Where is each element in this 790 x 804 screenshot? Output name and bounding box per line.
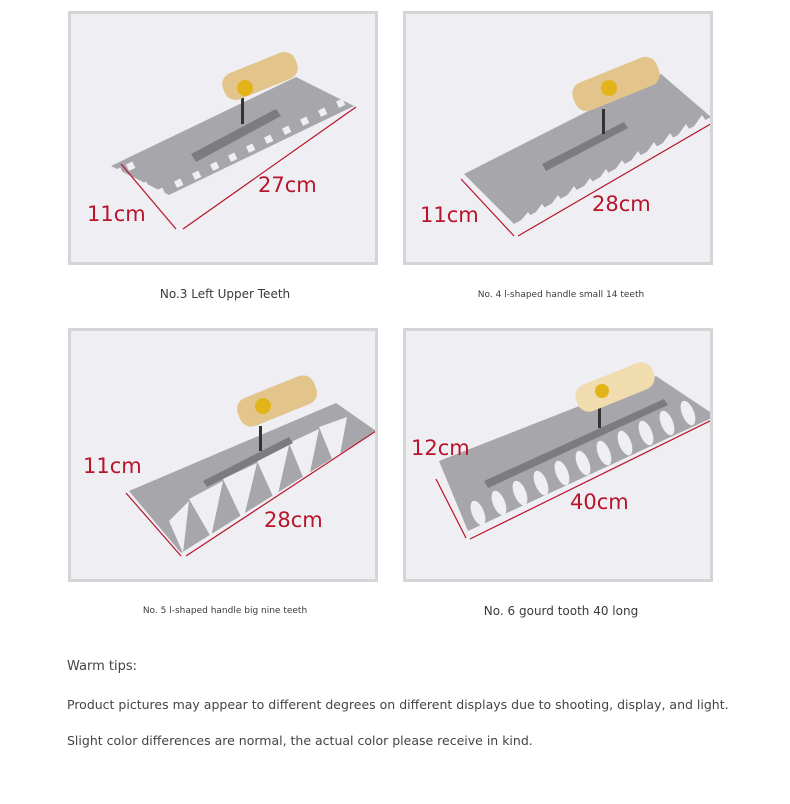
product-caption: No. 5 l-shaped handle big nine teeth: [142, 606, 308, 616]
product-caption: No.3 Left Upper Teeth: [159, 287, 291, 301]
width-dimension-label: 11cm: [87, 202, 146, 226]
width-dimension-label: 12cm: [411, 436, 470, 460]
product-image-no3: 11cm 27cm: [68, 11, 378, 265]
small-v-notch-trowel-icon: 11cm 28cm: [420, 56, 710, 237]
product-image-no4: 11cm 28cm: [403, 11, 713, 265]
width-dimension-label: 11cm: [420, 203, 479, 227]
product-image-no5: 11cm 28cm: [68, 328, 378, 582]
gourd-tooth-trowel-icon: 12cm 40cm: [411, 362, 710, 540]
length-dimension-label: 28cm: [264, 508, 323, 532]
tips-line: Product pictures may appear to different…: [67, 697, 729, 712]
product-image-no6: 12cm 40cm: [403, 328, 713, 582]
length-dimension-label: 40cm: [570, 490, 629, 514]
tips-title: Warm tips:: [67, 659, 138, 674]
length-dimension-label: 27cm: [258, 173, 317, 197]
length-dimension-label: 28cm: [592, 192, 651, 216]
tips-line: Slight color differences are normal, the…: [67, 733, 533, 748]
width-dimension-label: 11cm: [83, 454, 142, 478]
big-v-notch-trowel-icon: 11cm 28cm: [83, 375, 375, 557]
square-notch-trowel-icon: 11cm 27cm: [87, 52, 357, 230]
product-caption: No. 4 l-shaped handle small 14 teeth: [477, 290, 645, 300]
product-caption: No. 6 gourd tooth 40 long: [483, 604, 639, 618]
